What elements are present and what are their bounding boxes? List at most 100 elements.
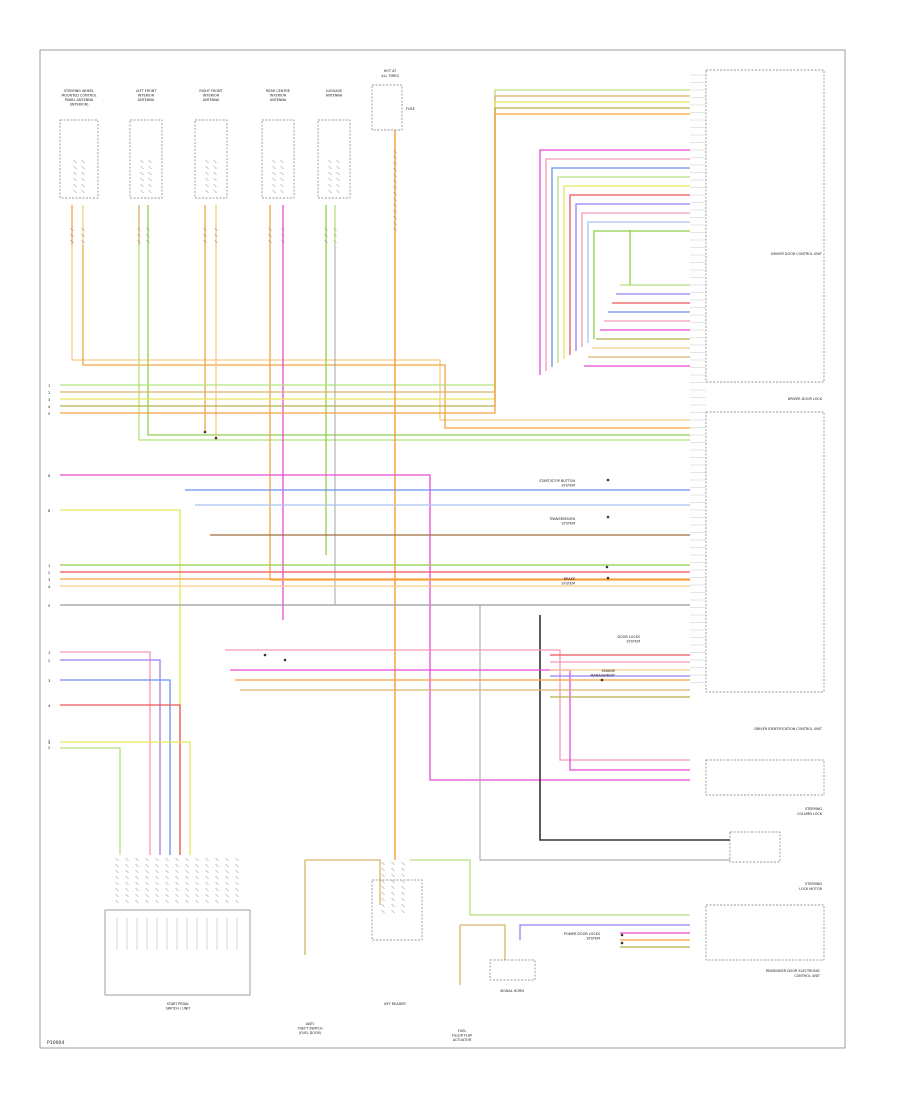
wire-code-tick [70,227,74,232]
wire-code-tick [185,899,189,904]
anti-theft-label: THEFT SWITCH [296,1027,323,1031]
wire-code-tick [272,183,276,188]
wire-code-tick [235,863,239,868]
wire-code-tick [125,863,129,868]
wire-code-tick [280,177,284,182]
antenna-title: ANTENNA [270,98,287,102]
pedal-wire [60,704,181,855]
wire-code-tick [268,227,272,232]
wire-code-tick [140,189,144,194]
wire-code-tick [213,177,217,182]
wire-code-tick [213,189,217,194]
wire-code-tick [205,183,209,188]
wire-code-tick [281,227,285,232]
anti-theft-label: ANTI [306,1022,314,1026]
driver-door-unit-label: DRIVER DOOR CONTROL UNIT [771,252,823,256]
key-reader-box [371,879,423,941]
wire-code-tick [81,227,85,232]
wire-code-tick [195,899,199,904]
wire-code-tick [324,227,328,232]
wire-code-tick [125,869,129,874]
splice-dot [606,515,610,519]
antenna-title: MOUNTED CONTROL [61,94,96,98]
wire-code-tick [203,227,207,232]
wire-code-tick [381,861,385,866]
side-note: SYSTEM [561,522,575,526]
wire-code-tick [225,857,229,862]
antenna-title: ANTENNA [326,94,343,98]
signal-horn-label: SIGNAL HORN [500,989,524,993]
wire-code-tick [333,233,337,238]
wire-code-tick [205,177,209,182]
bus-wire [82,245,690,429]
wire-code-tick [336,177,340,182]
pedal-wire [60,747,121,855]
wire-code-tick [205,887,209,892]
wire-code-tick [272,171,276,176]
wire-code-tick [175,899,179,904]
wire-code-tick [145,869,149,874]
wire-code-tick [125,881,129,886]
door-unit-wire [539,149,690,375]
wire-code-tick [235,887,239,892]
wire-code-tick [145,893,149,898]
left-pin-label: 4 [48,585,51,589]
wire-code-tick [140,177,144,182]
left-pin-label: 8 [48,509,51,513]
wire-code-tick [215,863,219,868]
wire-code-tick [135,881,139,886]
wire-code-tick [381,909,385,914]
wire-code-tick [145,887,149,892]
wire-code-tick [381,879,385,884]
wire-code-tick [213,171,217,176]
antenna-title: INTERIOR [138,94,155,98]
door-bus-wire [60,101,690,400]
left-pin-label: 3 [48,578,50,582]
footer-code: P10004 [47,1040,64,1046]
wire-code-tick [393,161,397,166]
fuse-box-title: ALL TIMES [381,74,398,78]
wire-code-tick [401,861,405,866]
wire-code-tick [205,189,209,194]
wire-code-tick [140,165,144,170]
left-pin-label: 2 [48,391,50,395]
wire-code-tick [235,881,239,886]
horn-wire [519,924,690,940]
bus-wire [147,245,690,436]
wire-code-tick [145,863,149,868]
wire-code-tick [185,857,189,862]
door-unit-wire [545,158,690,371]
splice-dot [263,653,267,657]
wire-code-tick [148,183,152,188]
wire-code-tick [175,893,179,898]
wire-code-tick [215,875,219,880]
wire-code-tick [155,857,159,862]
bus-wire [138,245,690,441]
left-pin-label: 1 [48,384,50,388]
wire-code-tick [73,177,77,182]
door-unit-wire [557,176,690,363]
wire-code-tick [272,177,276,182]
wire-code-tick [205,869,209,874]
door-unit-wire [551,167,690,367]
wire-code-tick [381,903,385,908]
wire-code-tick [213,159,217,164]
wire-code-tick [115,893,119,898]
side-note: POWER DOOR LOCKS [564,932,600,936]
remote-wire [60,474,690,781]
wire-code-tick [328,189,332,194]
wire-code-tick [115,875,119,880]
wire-code-tick [268,233,272,238]
door-bus-wire [60,113,690,414]
wire-code-tick [225,893,229,898]
wire-code-tick [401,873,405,878]
wire-code-tick [135,893,139,898]
side-note: ENGINE [602,669,615,673]
wire-code-tick [215,893,219,898]
splice-dot [606,576,610,580]
driver-door-unit-box [705,69,825,383]
bus-wire [71,245,690,421]
wire-code-tick [336,165,340,170]
wire-code-tick [135,899,139,904]
